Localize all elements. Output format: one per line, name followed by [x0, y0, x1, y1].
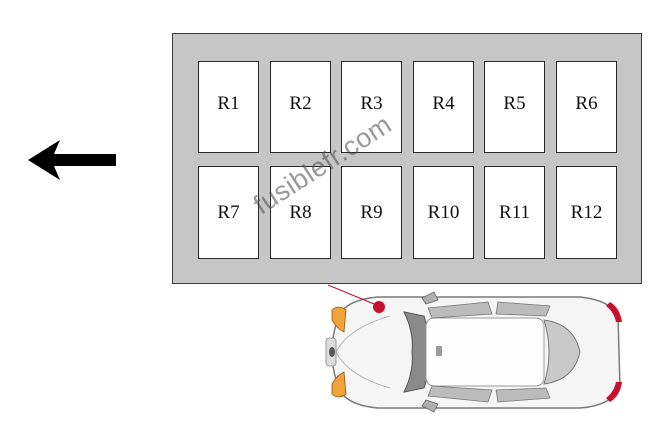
relay-r5: R5 [484, 61, 545, 153]
arrow-left-icon [28, 140, 116, 180]
car-top-view-icon [325, 291, 622, 413]
relay-panel: R1 R2 R3 R4 R5 R6 R7 R8 R9 R10 R11 R12 [172, 33, 642, 284]
relay-r7: R7 [198, 166, 259, 259]
relay-r8-label: R8 [289, 201, 312, 223]
relay-r11: R11 [484, 166, 545, 259]
relay-r4: R4 [413, 61, 474, 153]
relay-r3: R3 [341, 61, 402, 153]
relay-r12: R12 [556, 166, 617, 259]
relay-r6: R6 [556, 61, 617, 153]
relay-r2-label: R2 [289, 93, 312, 114]
relay-r10: R10 [413, 166, 474, 259]
relay-r11-label: R11 [499, 201, 530, 223]
relay-r6-label: R6 [575, 93, 598, 114]
relay-r1: R1 [198, 61, 259, 153]
relay-r10-label: R10 [427, 201, 460, 223]
relay-r12-label: R12 [570, 201, 603, 223]
relay-r3-label: R3 [360, 93, 383, 114]
relay-r8: R8 [270, 166, 331, 259]
relay-r1-label: R1 [217, 93, 240, 114]
relay-r5-label: R5 [503, 93, 526, 114]
relay-r4-label: R4 [432, 93, 455, 114]
relay-r9: R9 [341, 166, 402, 259]
relay-r9-label: R9 [360, 201, 383, 223]
relay-r7-label: R7 [217, 201, 240, 223]
relay-r2: R2 [270, 61, 331, 153]
